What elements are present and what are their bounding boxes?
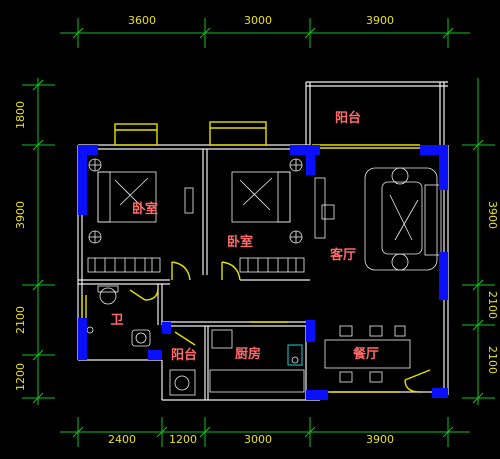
room-label-balcony-small: 阳台 <box>171 347 197 363</box>
dim-right-2: 2100 <box>486 291 499 319</box>
furniture <box>86 158 442 396</box>
dim-bottom-1: 2400 <box>108 433 136 446</box>
dimension-lines <box>22 18 495 447</box>
dim-left-3: 2100 <box>14 306 27 334</box>
room-label-bedroom-1: 卧室 <box>132 201 158 217</box>
doors <box>129 261 431 393</box>
room-label-bedroom-2: 卧室 <box>227 234 253 250</box>
dim-left-4: 1200 <box>14 363 27 391</box>
dim-top-3: 3900 <box>366 14 394 27</box>
dim-bottom-3: 3000 <box>244 433 272 446</box>
room-label-kitchen: 厨房 <box>235 346 261 362</box>
dim-top-1: 3600 <box>128 14 156 27</box>
room-labels: 阳台 卧室 卧室 客厅 卫 阳台 厨房 餐厅 <box>110 110 379 363</box>
room-label-dining-room: 餐厅 <box>352 346 379 362</box>
room-label-balcony-top: 阳台 <box>335 110 361 126</box>
dim-right-1: 3900 <box>486 201 499 229</box>
dim-bottom-4: 3900 <box>366 433 394 446</box>
dim-right-3: 2100 <box>486 346 499 374</box>
dim-top-2: 3000 <box>244 14 272 27</box>
room-label-bathroom: 卫 <box>110 313 123 328</box>
dim-left-2: 3900 <box>14 201 27 229</box>
dim-left-1: 1800 <box>14 101 27 129</box>
room-label-living-room: 客厅 <box>330 247 356 263</box>
windows <box>81 121 420 393</box>
structural-columns <box>78 145 448 400</box>
dim-bottom-2: 1200 <box>169 433 197 446</box>
dimension-labels: 3600 3000 3900 2400 1200 3000 3900 1800 … <box>14 14 499 446</box>
